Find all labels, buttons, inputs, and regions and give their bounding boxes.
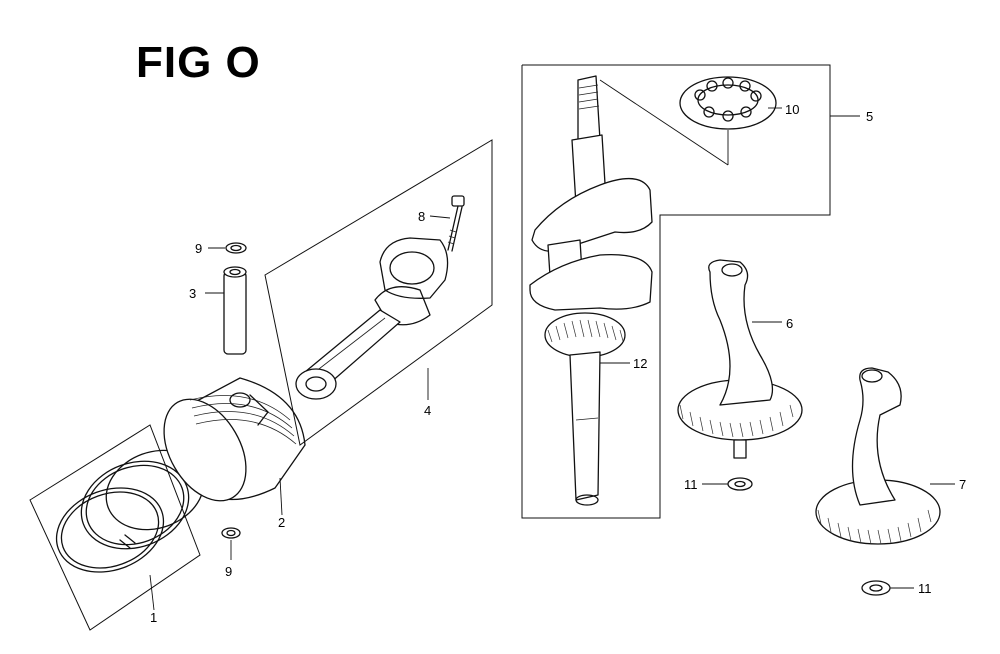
callout-11-lower: 11 <box>918 581 932 596</box>
ring-set-frame <box>29 424 201 631</box>
rod-bolt <box>429 195 465 252</box>
callout-8: 8 <box>418 209 425 224</box>
callout-10: 10 <box>785 102 799 117</box>
washer-6 <box>702 477 753 491</box>
piston-pin <box>205 266 247 355</box>
connecting-rod-frame <box>264 139 493 446</box>
callout-5: 5 <box>866 109 873 124</box>
callout-6: 6 <box>786 316 793 331</box>
callout-3: 3 <box>189 286 196 301</box>
callout-12: 12 <box>633 356 647 371</box>
callout-9-bottom: 9 <box>225 564 232 579</box>
crankshaft <box>529 75 653 506</box>
piston <box>163 377 306 516</box>
washer-7 <box>861 580 914 596</box>
figure-title: FIG O <box>136 38 261 87</box>
callout-11-upper: 11 <box>684 477 698 492</box>
callout-4: 4 <box>424 403 431 418</box>
pin-clip-top <box>208 242 247 254</box>
callout-1: 1 <box>150 610 157 625</box>
governor-cam-7 <box>815 367 955 545</box>
callout-7: 7 <box>959 477 966 492</box>
pin-clip-bottom <box>221 527 241 560</box>
callout-2: 2 <box>278 515 285 530</box>
governor-cam-6 <box>677 259 803 459</box>
callout-9-top: 9 <box>195 241 202 256</box>
ball-bearing <box>599 76 782 166</box>
crankshaft-assembly-frame <box>521 64 860 519</box>
connecting-rod <box>264 139 493 446</box>
